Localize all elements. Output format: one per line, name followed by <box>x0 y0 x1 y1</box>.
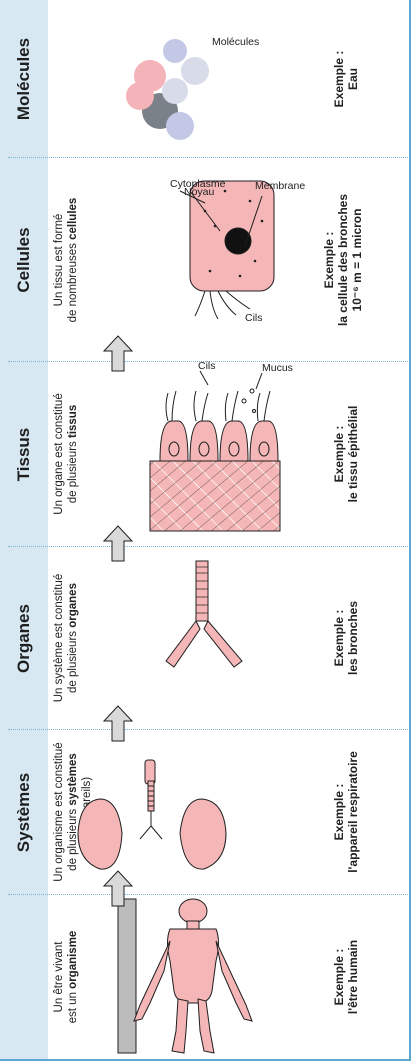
label-mucus: Mucus <box>262 362 293 374</box>
cell-illustration <box>180 181 274 319</box>
label-molecules-caption: Molécules <box>212 36 259 48</box>
label-cils-cell: Cils <box>245 312 263 324</box>
bronchi-illustration <box>166 561 242 667</box>
label-cytoplasme: Cytoplasme <box>170 178 226 190</box>
water-molecule-illustration <box>126 39 209 140</box>
ground-bar <box>118 899 136 1053</box>
lungs-illustration <box>78 760 226 869</box>
epithelial-tissue-illustration <box>150 371 280 531</box>
label-cils-tissue: Cils <box>198 360 216 372</box>
label-membrane: Membrane <box>255 180 305 192</box>
human-body-illustration <box>134 899 252 1053</box>
